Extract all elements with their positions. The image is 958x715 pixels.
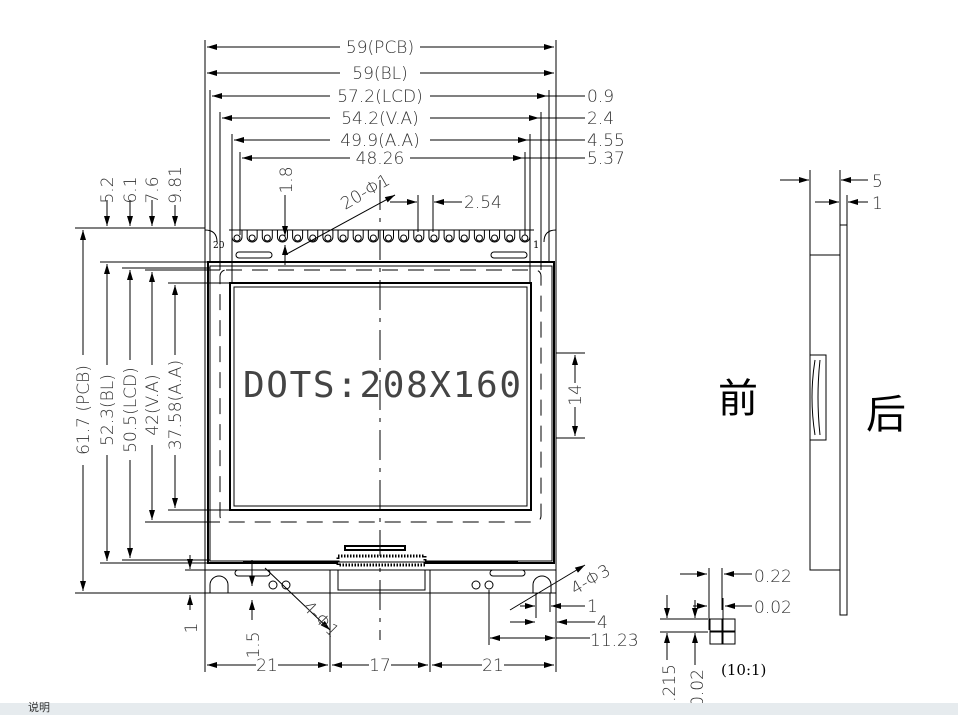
- pin-hole: [506, 234, 514, 242]
- dim-gap-0.02: 0.02: [754, 598, 792, 618]
- offset-6.1: 6.1: [121, 176, 141, 203]
- pin-pad: [261, 230, 273, 243]
- dim-pcb-height: 61.7 (PCB): [74, 365, 94, 455]
- offset-5.2: 5.2: [98, 176, 118, 203]
- pin-pad: [231, 230, 243, 243]
- top-dimensions: 59(PCB) 59(BL) 57.2(LCD) 54.2(V.A) 49.9(…: [204, 38, 625, 283]
- dim-11.23: 11.23: [590, 631, 639, 651]
- dim-bottom-right-21: 21: [482, 656, 504, 676]
- dim-plate-1: 1: [872, 194, 883, 214]
- dim-bottom-center-17: 17: [369, 656, 391, 676]
- dim-aa-height: 37.58(A.A): [166, 360, 186, 450]
- bottom-bar: [0, 703, 958, 715]
- pin-pad: [428, 230, 440, 243]
- pin-pad: [413, 230, 425, 243]
- dim-thickness-5: 5: [872, 172, 883, 192]
- dim-14: 14: [566, 384, 586, 406]
- offset-4.55: 4.55: [587, 131, 625, 151]
- pin-hole: [248, 234, 256, 242]
- dim-va-height: 42(V.A): [143, 374, 163, 435]
- pin-hole: [263, 234, 271, 242]
- module-front-view: 20 1 DOTS:208X160 14: [204, 180, 586, 640]
- offset-0.9: 0.9: [587, 87, 614, 107]
- dim-lcd-width: 57.2(LCD): [337, 87, 423, 107]
- pin-pad: [352, 230, 364, 243]
- label-4-phi3: 4-Φ3: [568, 561, 615, 600]
- pin-pad: [322, 230, 334, 243]
- pin-pad: [458, 230, 470, 243]
- dim-pixel-0.22: 0.22: [754, 567, 792, 587]
- offset-2.4: 2.4: [587, 109, 614, 129]
- pin-hole: [233, 234, 241, 242]
- dim-va-width: 54.2(V.A): [341, 109, 419, 129]
- dim-4: 4: [597, 613, 608, 633]
- offset-9.81: 9.81: [166, 166, 186, 204]
- pin-annotations: 1.8 20-Φ1 2.54: [277, 166, 502, 265]
- offset-7.6: 7.6: [143, 176, 163, 203]
- dim-pixel-height: .215: [660, 664, 680, 702]
- pin-pad: [276, 230, 288, 243]
- pin-pad: [489, 230, 501, 243]
- pin-hole: [415, 234, 423, 242]
- dim-gap-height: 0.02: [688, 669, 708, 707]
- detail-scale: (10:1): [721, 661, 766, 679]
- pin-1-label: 1: [533, 240, 539, 251]
- dim-pitch-2.54: 2.54: [464, 193, 502, 213]
- offset-5.37: 5.37: [587, 149, 625, 169]
- pin-hole: [460, 234, 468, 242]
- pin-pad: [367, 230, 379, 243]
- bottom-dimensions: 21 17 21 4-Φ1 1.5 1 4-Φ3 1 4 11.23: [182, 555, 639, 676]
- pin-pad: [398, 230, 410, 243]
- pin-hole: [445, 234, 453, 242]
- dim-aa-width: 49.9(A.A): [340, 131, 419, 151]
- pin-pad: [292, 230, 304, 243]
- pin-20-label: 20: [213, 241, 225, 251]
- pin-pad: [337, 230, 349, 243]
- label-4-phi1: 4-Φ1: [298, 597, 342, 641]
- pin-pad: [383, 230, 394, 243]
- note-label: 说明: [28, 701, 50, 714]
- pin-pad: [519, 230, 531, 243]
- pin-hole: [475, 234, 483, 242]
- dim-1-right: 1: [587, 597, 598, 617]
- pin-row: [231, 230, 531, 243]
- pin-hole: [430, 234, 438, 242]
- pin-pad: [246, 230, 258, 243]
- pin-hole: [354, 234, 362, 242]
- pin-hole: [400, 234, 408, 242]
- pin-pad: [443, 230, 455, 243]
- dim-pcb-width: 59(PCB): [346, 38, 414, 58]
- dim-bl-height: 52.3(BL): [98, 374, 118, 446]
- pin-pad: [473, 230, 485, 243]
- dim-bl-width: 59(BL): [352, 64, 408, 84]
- pixel-detail: 0.22 0.02 .215 0.02 (10:1): [660, 567, 792, 707]
- front-label: 前: [718, 376, 758, 422]
- pin-hole: [294, 234, 302, 242]
- dim-1.8: 1.8: [277, 166, 297, 193]
- dim-1.5: 1.5: [244, 631, 264, 658]
- pin-hole: [369, 234, 377, 242]
- back-label: 后: [866, 392, 906, 438]
- display-resolution-text: DOTS:208X160: [243, 365, 521, 406]
- pin-hole: [324, 234, 332, 242]
- pin-pad: [504, 230, 516, 243]
- dim-pitch-total: 48.26: [356, 149, 405, 169]
- label-20-phi1: 20-Φ1: [338, 170, 394, 214]
- pin-hole: [385, 234, 392, 242]
- dim-lcd-height: 50.5(LCD): [121, 367, 141, 453]
- pin-hole: [339, 234, 347, 242]
- pin-hole: [521, 234, 529, 242]
- pin-hole: [491, 234, 499, 242]
- dim-1-left: 1: [182, 623, 202, 634]
- dim-bottom-left-21: 21: [256, 656, 278, 676]
- side-view: 5 1 前 后: [718, 170, 906, 616]
